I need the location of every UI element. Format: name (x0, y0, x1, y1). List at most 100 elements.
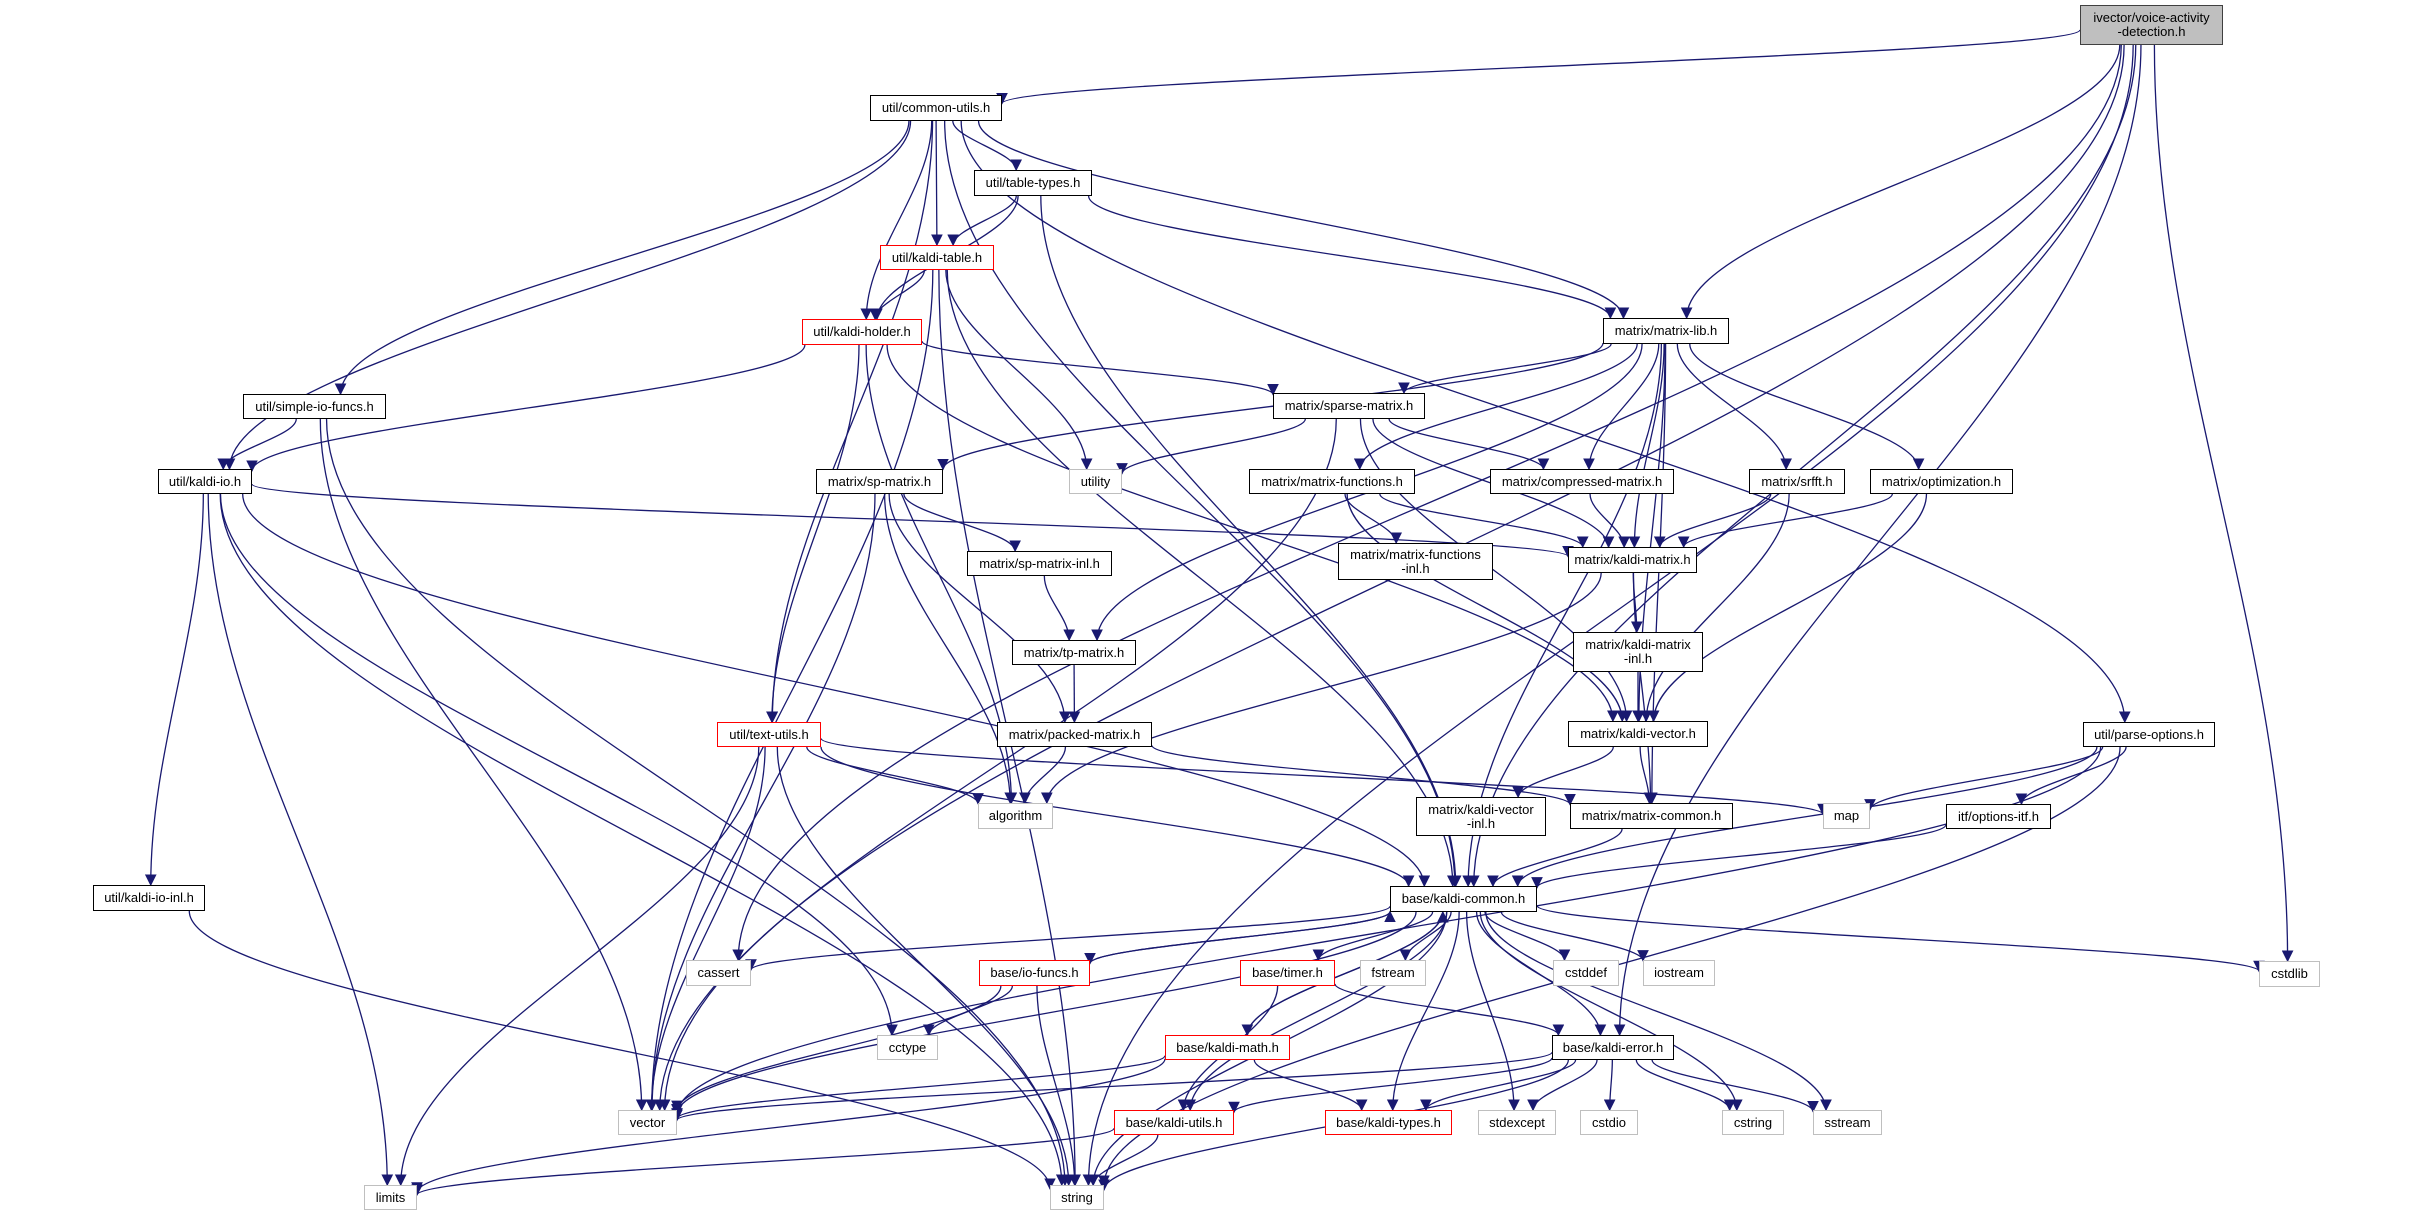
edge-kaldi-io-to-limits (207, 493, 394, 1187)
node-text-utils[interactable]: util/text-utils.h (717, 722, 821, 747)
edge-common-utils-to-simple-io-funcs (334, 120, 910, 396)
edge-common-utils-to-table-types (952, 120, 1023, 172)
node-tp-matrix[interactable]: matrix/tp-matrix.h (1012, 640, 1136, 665)
node-utility: utility (1069, 469, 1122, 494)
edge-kaldi-holder-to-text-utils (766, 344, 860, 724)
edge-table-types-to-kaldi-table (947, 195, 1017, 247)
edge-sparse-matrix-to-vector (653, 418, 1337, 1112)
edge-kaldi-common-to-timer (1312, 911, 1434, 962)
edge-compressed-matrix-to-kaldi-matrix (1589, 493, 1630, 549)
edge-kaldi-common-to-iostream (1500, 911, 1649, 962)
node-kaldi-io[interactable]: util/kaldi-io.h (158, 469, 252, 494)
edge-parse-options-to-options-itf (2015, 746, 2127, 806)
node-iostream: iostream (1643, 960, 1715, 986)
node-cstdlib: cstdlib (2259, 961, 2320, 987)
node-simple-io-funcs[interactable]: util/simple-io-funcs.h (243, 394, 386, 419)
edge-kaldi-utils-to-limits (411, 1127, 1115, 1197)
node-kaldi-matrix-inl[interactable]: matrix/kaldi-matrix -inl.h (1573, 632, 1703, 672)
node-srfft[interactable]: matrix/srfft.h (1749, 469, 1845, 494)
edge-kaldi-error-to-cstdio (1603, 1059, 1616, 1112)
edge-sparse-matrix-to-utility (1116, 418, 1306, 475)
node-common-utils[interactable]: util/common-utils.h (870, 95, 1002, 121)
edge-text-utils-to-algorithm (806, 746, 984, 805)
edge-kaldi-error-to-vector (671, 1051, 1553, 1122)
node-kaldi-common[interactable]: base/kaldi-common.h (1390, 886, 1537, 912)
node-kaldi-vector-inl[interactable]: matrix/kaldi-vector -inl.h (1416, 797, 1546, 836)
node-matrix-common[interactable]: matrix/matrix-common.h (1570, 803, 1733, 829)
edge-simple-io-funcs-to-kaldi-io (217, 418, 297, 471)
node-packed-matrix[interactable]: matrix/packed-matrix.h (997, 722, 1152, 747)
node-options-itf[interactable]: itf/options-itf.h (1946, 804, 2051, 829)
edge-matrix-lib-to-srfft (1676, 343, 1792, 471)
node-compressed-matrix[interactable]: matrix/compressed-matrix.h (1490, 469, 1674, 494)
edge-kaldi-io-inl-to-string (188, 910, 1056, 1190)
node-optimization[interactable]: matrix/optimization.h (1870, 469, 2013, 494)
node-kaldi-math[interactable]: base/kaldi-math.h (1165, 1035, 1290, 1060)
edge-kaldi-common-to-cstdlib (1536, 905, 2265, 973)
node-stdexcept: stdexcept (1478, 1110, 1556, 1135)
node-matrix-functions-inl[interactable]: matrix/matrix-functions -inl.h (1338, 543, 1493, 580)
edge-simple-io-funcs-to-vector (319, 418, 648, 1112)
edge-root-to-kaldi-common (1467, 44, 2137, 888)
edge-root-to-kaldi-error (1613, 44, 2142, 1037)
edge-kaldi-holder-to-sparse-matrix (921, 340, 1279, 396)
edge-common-utils-to-kaldi-table (931, 120, 943, 247)
edge-kaldi-common-to-fstream (1399, 911, 1452, 962)
edge-optimization-to-kaldi-vector (1647, 493, 1928, 723)
edge-matrix-functions-to-matrix-functions-inl (1344, 493, 1403, 545)
edge-kaldi-vector-to-matrix-common (1639, 746, 1656, 805)
node-kaldi-io-inl[interactable]: util/kaldi-io-inl.h (93, 885, 205, 911)
edge-parse-options-to-kaldi-common (1511, 746, 2098, 888)
edge-sparse-matrix-to-compressed-matrix (1388, 418, 1550, 471)
node-kaldi-vector[interactable]: matrix/kaldi-vector.h (1568, 721, 1708, 747)
edge-matrix-common-to-kaldi-common (1487, 828, 1623, 888)
edge-kaldi-common-to-kaldi-types (1386, 911, 1460, 1112)
node-kaldi-matrix[interactable]: matrix/kaldi-matrix.h (1568, 547, 1697, 573)
node-sp-matrix[interactable]: matrix/sp-matrix.h (816, 469, 943, 494)
edge-kaldi-table-to-kaldi-holder (869, 269, 926, 321)
edge-matrix-functions-to-kaldi-vector (1346, 493, 1629, 723)
edge-kaldi-utils-to-string (1087, 1134, 1159, 1187)
edge-root-to-cassert (732, 44, 2122, 962)
node-sparse-matrix[interactable]: matrix/sparse-matrix.h (1273, 393, 1425, 419)
edge-options-itf-to-kaldi-common (1531, 824, 1947, 889)
node-parse-options[interactable]: util/parse-options.h (2083, 722, 2215, 747)
edge-sp-matrix-to-vector (646, 493, 876, 1112)
node-matrix-functions[interactable]: matrix/matrix-functions.h (1249, 469, 1415, 494)
edge-kaldi-math-to-kaldi-types (1253, 1059, 1368, 1112)
node-sstream: sstream (1813, 1110, 1882, 1135)
node-kaldi-types[interactable]: base/kaldi-types.h (1325, 1110, 1452, 1135)
edge-kaldi-math-to-limits (411, 1058, 1166, 1194)
edge-kaldi-matrix-to-matrix-common (1632, 572, 1657, 805)
node-cstring: cstring (1722, 1110, 1784, 1135)
edge-common-utils-to-matrix-lib (977, 120, 1630, 320)
edge-kaldi-io-to-kaldi-io-inl (144, 493, 204, 887)
edge-srfft-to-kaldi-vector (1640, 493, 1790, 723)
node-kaldi-table[interactable]: util/kaldi-table.h (880, 245, 994, 270)
node-matrix-lib[interactable]: matrix/matrix-lib.h (1603, 318, 1729, 344)
edge-kaldi-table-to-utility (945, 269, 1093, 471)
node-table-types[interactable]: util/table-types.h (974, 170, 1092, 196)
edge-kaldi-table-to-kaldi-common (946, 269, 1459, 888)
node-timer[interactable]: base/timer.h (1240, 960, 1335, 986)
node-io-funcs[interactable]: base/io-funcs.h (979, 960, 1090, 986)
node-root: ivector/voice-activity -detection.h (2080, 5, 2223, 45)
edge-kaldi-math-to-vector (671, 1054, 1166, 1120)
edge-sp-matrix-inl-to-tp-matrix (1043, 575, 1075, 642)
edge-kaldi-io-to-string (219, 493, 1068, 1187)
edge-common-utils-to-text-utils (766, 120, 934, 724)
edge-matrix-lib-to-sparse-matrix (1398, 343, 1612, 395)
node-cstddef: cstddef (1553, 960, 1619, 986)
edge-timer-to-kaldi-error (1334, 983, 1565, 1037)
node-kaldi-utils[interactable]: base/kaldi-utils.h (1114, 1110, 1234, 1135)
edge-kaldi-matrix-to-algorithm (1041, 572, 1602, 805)
edge-matrix-lib-to-kaldi-matrix (1628, 343, 1665, 549)
edge-io-funcs-to-kaldi-common (1089, 910, 1396, 965)
edge-table-types-to-kaldi-common (1040, 195, 1462, 888)
node-sp-matrix-inl[interactable]: matrix/sp-matrix-inl.h (967, 551, 1112, 576)
edge-sparse-matrix-to-kaldi-vector (1359, 418, 1633, 723)
node-kaldi-holder[interactable]: util/kaldi-holder.h (802, 319, 922, 345)
node-string: string (1050, 1185, 1104, 1210)
node-kaldi-error[interactable]: base/kaldi-error.h (1552, 1035, 1674, 1060)
node-fstream: fstream (1360, 960, 1426, 986)
